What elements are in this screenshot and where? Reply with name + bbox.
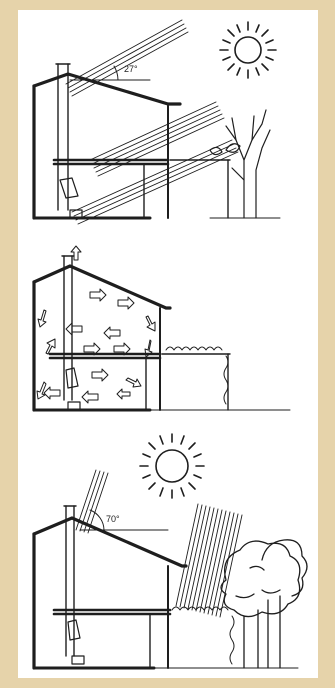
sun-icon	[140, 434, 204, 498]
scene-summer: 70°	[34, 434, 307, 668]
sun-rays	[76, 470, 242, 617]
airflow-arrows	[37, 246, 155, 403]
pergola-with-vines	[172, 607, 234, 664]
bare-tree-icon	[210, 110, 280, 218]
scene-winter: 27°	[34, 20, 280, 224]
angle-label-summer: 70°	[106, 514, 120, 524]
sun-rays	[66, 20, 238, 224]
pergola-with-vines	[166, 347, 228, 404]
sun-icon	[220, 22, 276, 78]
scene-air-circulation	[34, 246, 290, 410]
angle-label-winter: 27°	[124, 64, 138, 74]
